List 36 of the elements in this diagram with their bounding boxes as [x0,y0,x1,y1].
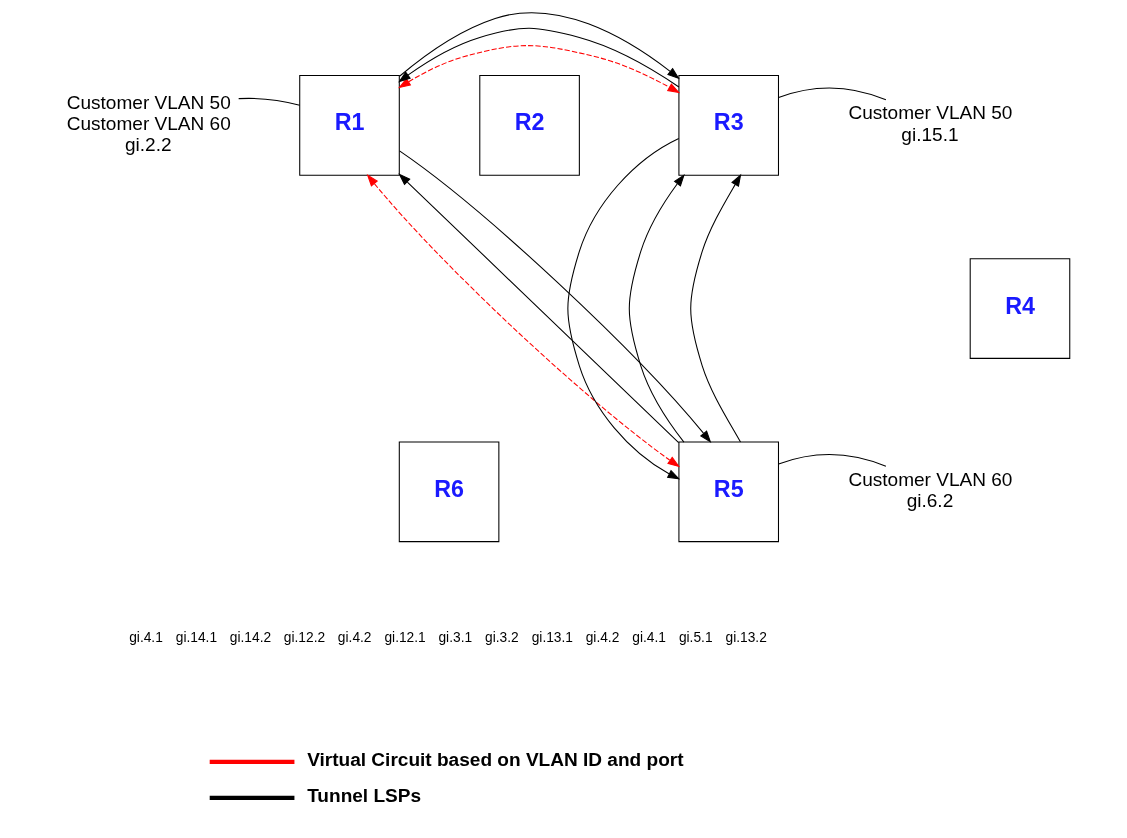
legend-label: Tunnel LSPs [306,784,421,806]
label: gi.5.1 [678,629,713,645]
node-box: R5 [677,441,779,543]
label: gi.3.2 [484,629,519,645]
node-box: R4 [969,258,1070,359]
node-box: R3 [677,75,779,176]
connector [237,97,300,106]
connector [777,87,886,101]
arrow [628,173,685,443]
label: gi.14.2 [229,629,271,645]
arrow [566,137,680,480]
label: gi.12.2 [283,629,325,645]
arrow [366,173,680,468]
node-box: R2 [478,75,580,176]
label: gi.4.1 [631,629,666,645]
label: gi.3.1 [437,629,472,645]
arrow [398,150,711,444]
label: gi.4.1 [128,629,163,645]
label: gi.12.1 [383,629,426,645]
label: gi.4.2 [337,629,371,645]
node-box: R6 [398,441,499,543]
legend-label: Virtual Circuit based on VLAN ID and port [306,748,684,770]
arrow [398,12,680,80]
arrow [397,27,679,88]
arrow [397,45,680,94]
label: gi.4.2 [585,629,619,645]
node-text: Customer VLAN 60 gi.6.2 [847,468,1012,512]
label: gi.13.2 [725,629,767,645]
node-text: Customer VLAN 50 Customer VLAN 60 gi.2.2 [66,91,231,156]
arrow [689,173,741,443]
label: gi.14.1 [175,629,217,645]
node-text: Customer VLAN 50 gi.15.1 [847,102,1012,145]
connector [777,454,886,467]
label: gi.13.1 [531,629,573,645]
arrow [397,173,679,444]
node-box: R1 [298,75,400,176]
